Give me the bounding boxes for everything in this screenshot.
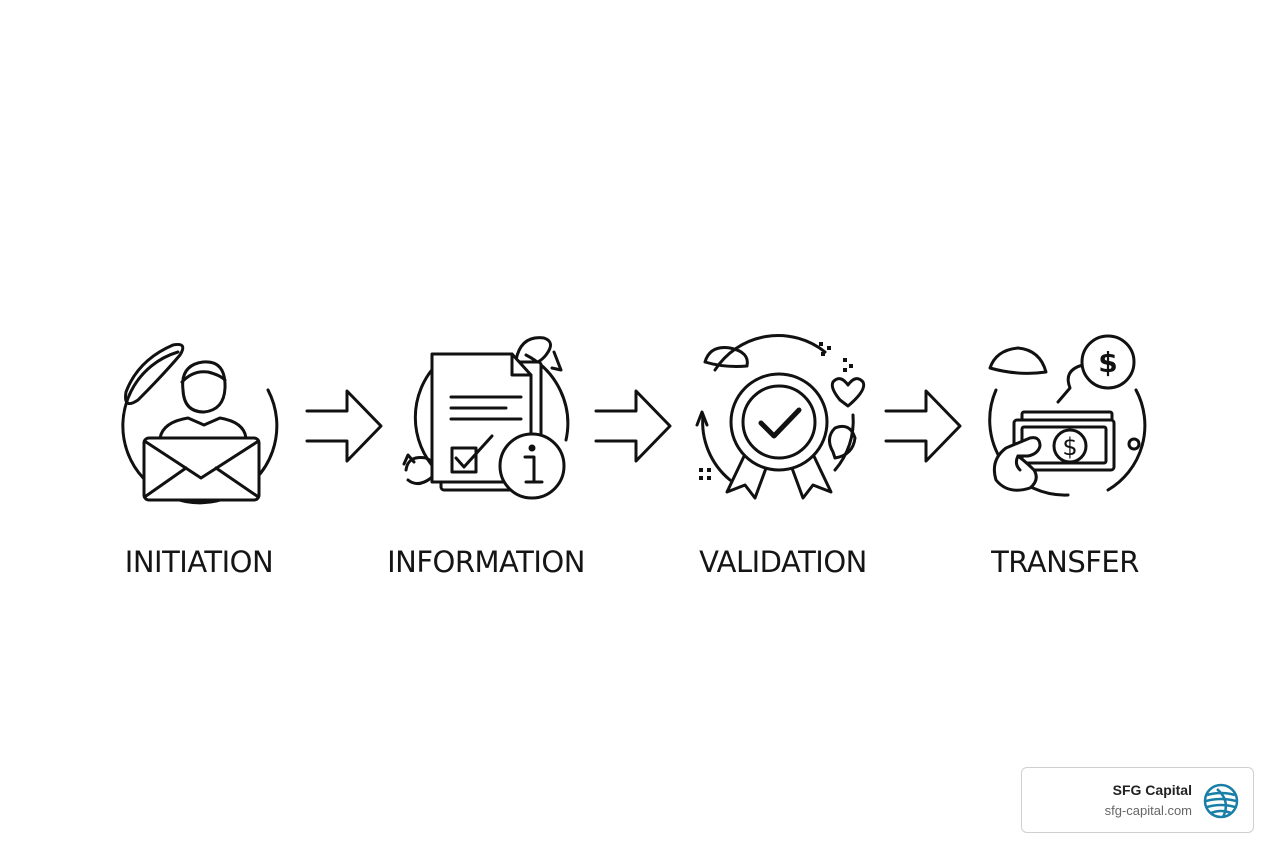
step-label-initiation: INITIATION	[124, 545, 274, 579]
brand-card[interactable]: SFG Capital sfg-capital.com	[1021, 767, 1254, 833]
arrow-right-icon	[305, 389, 383, 463]
step-label-transfer: TRANSFER	[991, 545, 1139, 579]
brand-name: SFG Capital	[1112, 782, 1192, 798]
brand-url[interactable]: sfg-capital.com	[1104, 803, 1192, 818]
award-check-icon	[695, 334, 866, 500]
document-info-icon	[402, 336, 570, 500]
arrow-right-icon	[594, 389, 672, 463]
money-transfer-icon: $ $	[988, 334, 1147, 497]
globe-logo-icon	[1203, 783, 1239, 819]
svg-text:$: $	[1098, 346, 1117, 379]
arrow-right-icon	[884, 389, 962, 463]
person-envelope-icon	[121, 343, 279, 505]
svg-text:$: $	[1062, 433, 1077, 461]
step-label-validation: VALIDATION	[699, 545, 867, 579]
step-label-information: INFORMATION	[387, 545, 585, 579]
